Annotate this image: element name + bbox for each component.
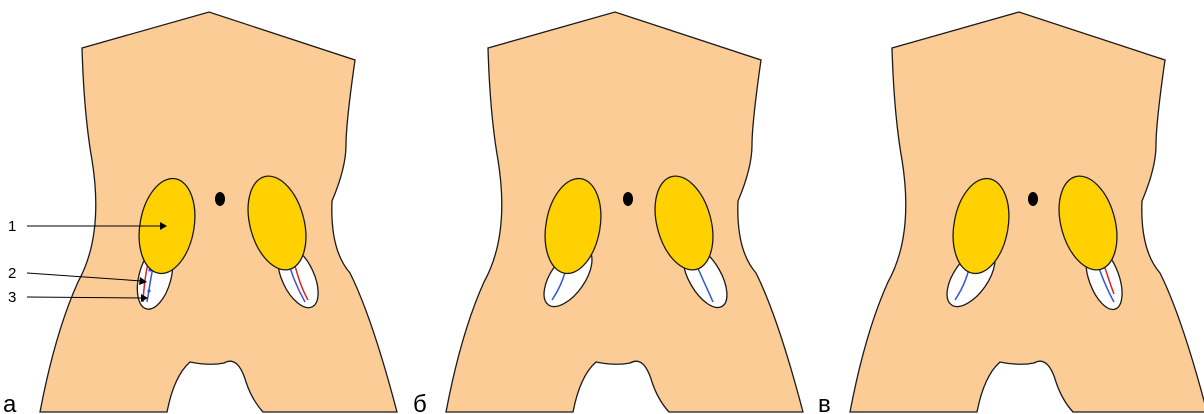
torso-b — [446, 12, 803, 412]
panel-b: б — [413, 12, 803, 414]
nub-v — [1028, 192, 1038, 206]
panel-letter-a: а — [3, 391, 17, 414]
panel-v: в — [818, 12, 1204, 414]
panel-a: 1 2 3 а — [3, 12, 397, 414]
nub-a — [215, 192, 225, 206]
svg-text:2: 2 — [8, 265, 16, 282]
svg-text:3: 3 — [8, 289, 16, 306]
dot-left-a2 — [147, 289, 150, 292]
torso-a — [40, 12, 397, 412]
panel-letter-b: б — [413, 391, 427, 414]
torso-v — [850, 12, 1204, 412]
svg-text:1: 1 — [8, 218, 16, 235]
nub-b — [623, 192, 633, 206]
panel-letter-v: в — [818, 391, 831, 414]
